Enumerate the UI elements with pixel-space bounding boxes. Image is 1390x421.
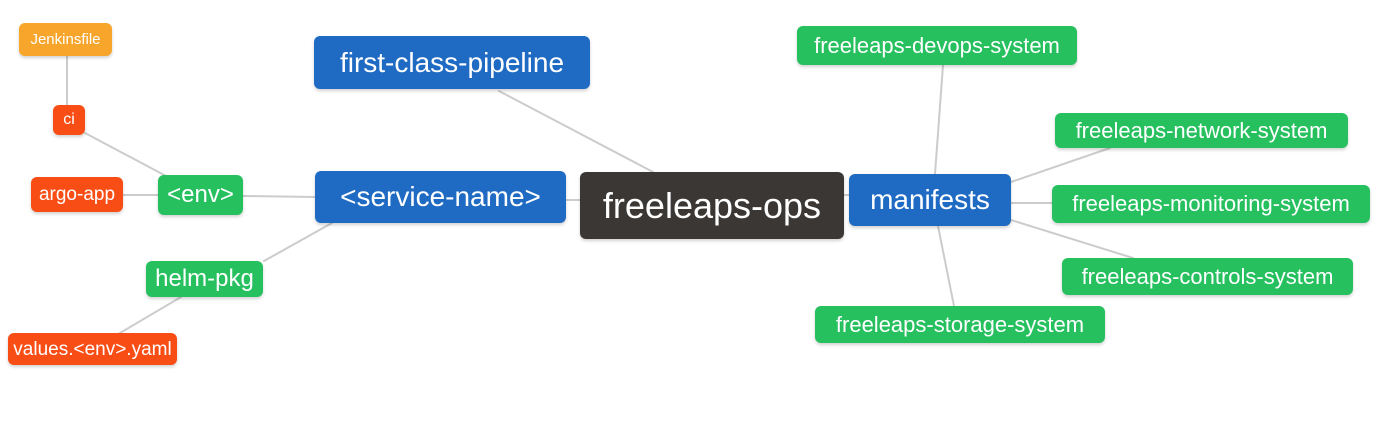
node-label-storage-system: freeleaps-storage-system bbox=[835, 311, 1085, 337]
node-monitoring-system[interactable]: freeleaps-monitoring-system bbox=[1052, 185, 1370, 223]
edge-values-env-yaml-to-helm-pkg bbox=[119, 296, 182, 334]
node-argo-app[interactable]: argo-app bbox=[31, 177, 123, 212]
edge-ci-to-env bbox=[84, 132, 167, 177]
node-label-values-env-yaml: values.<env>.yaml bbox=[13, 338, 172, 360]
edge-manifests-to-controls-system bbox=[1010, 219, 1134, 259]
node-manifests[interactable]: manifests bbox=[849, 174, 1011, 226]
edge-first-class-pipeline-to-freeleaps-ops bbox=[498, 90, 654, 173]
node-controls-system[interactable]: freeleaps-controls-system bbox=[1062, 258, 1353, 295]
node-values-env-yaml[interactable]: values.<env>.yaml bbox=[8, 333, 177, 365]
node-label-freeleaps-ops: freeleaps-ops bbox=[602, 184, 822, 226]
edge-manifests-to-storage-system bbox=[937, 225, 955, 307]
node-label-helm-pkg: helm-pkg bbox=[155, 265, 254, 292]
node-label-jenkinsfile: Jenkinsfile bbox=[30, 31, 101, 48]
edge-manifests-to-network-system bbox=[1010, 147, 1111, 183]
node-label-network-system: freeleaps-network-system bbox=[1075, 117, 1328, 143]
node-jenkinsfile[interactable]: Jenkinsfile bbox=[19, 23, 112, 56]
node-label-devops-system: freeleaps-devops-system bbox=[814, 32, 1060, 58]
node-service-name[interactable]: <service-name> bbox=[315, 171, 566, 223]
node-label-controls-system: freeleaps-controls-system bbox=[1081, 263, 1334, 289]
node-devops-system[interactable]: freeleaps-devops-system bbox=[797, 26, 1077, 65]
node-freeleaps-ops[interactable]: freeleaps-ops bbox=[580, 172, 844, 239]
node-first-class-pipeline[interactable]: first-class-pipeline bbox=[314, 36, 590, 89]
node-label-ci: ci bbox=[63, 111, 75, 128]
node-label-first-class-pipeline: first-class-pipeline bbox=[339, 46, 565, 78]
node-label-service-name: <service-name> bbox=[340, 181, 541, 212]
node-label-manifests: manifests bbox=[870, 184, 990, 215]
node-ci[interactable]: ci bbox=[53, 105, 85, 135]
node-network-system[interactable]: freeleaps-network-system bbox=[1055, 113, 1348, 148]
node-helm-pkg[interactable]: helm-pkg bbox=[146, 261, 263, 297]
node-label-env: <env> bbox=[167, 181, 234, 208]
node-env[interactable]: <env> bbox=[158, 175, 243, 215]
edge-manifests-to-devops-system bbox=[934, 64, 944, 175]
edge-helm-pkg-to-service-name bbox=[263, 222, 333, 262]
edge-env-to-service-name bbox=[242, 195, 316, 198]
node-storage-system[interactable]: freeleaps-storage-system bbox=[815, 306, 1105, 343]
node-label-argo-app: argo-app bbox=[38, 184, 116, 205]
node-label-monitoring-system: freeleaps-monitoring-system bbox=[1072, 191, 1350, 216]
